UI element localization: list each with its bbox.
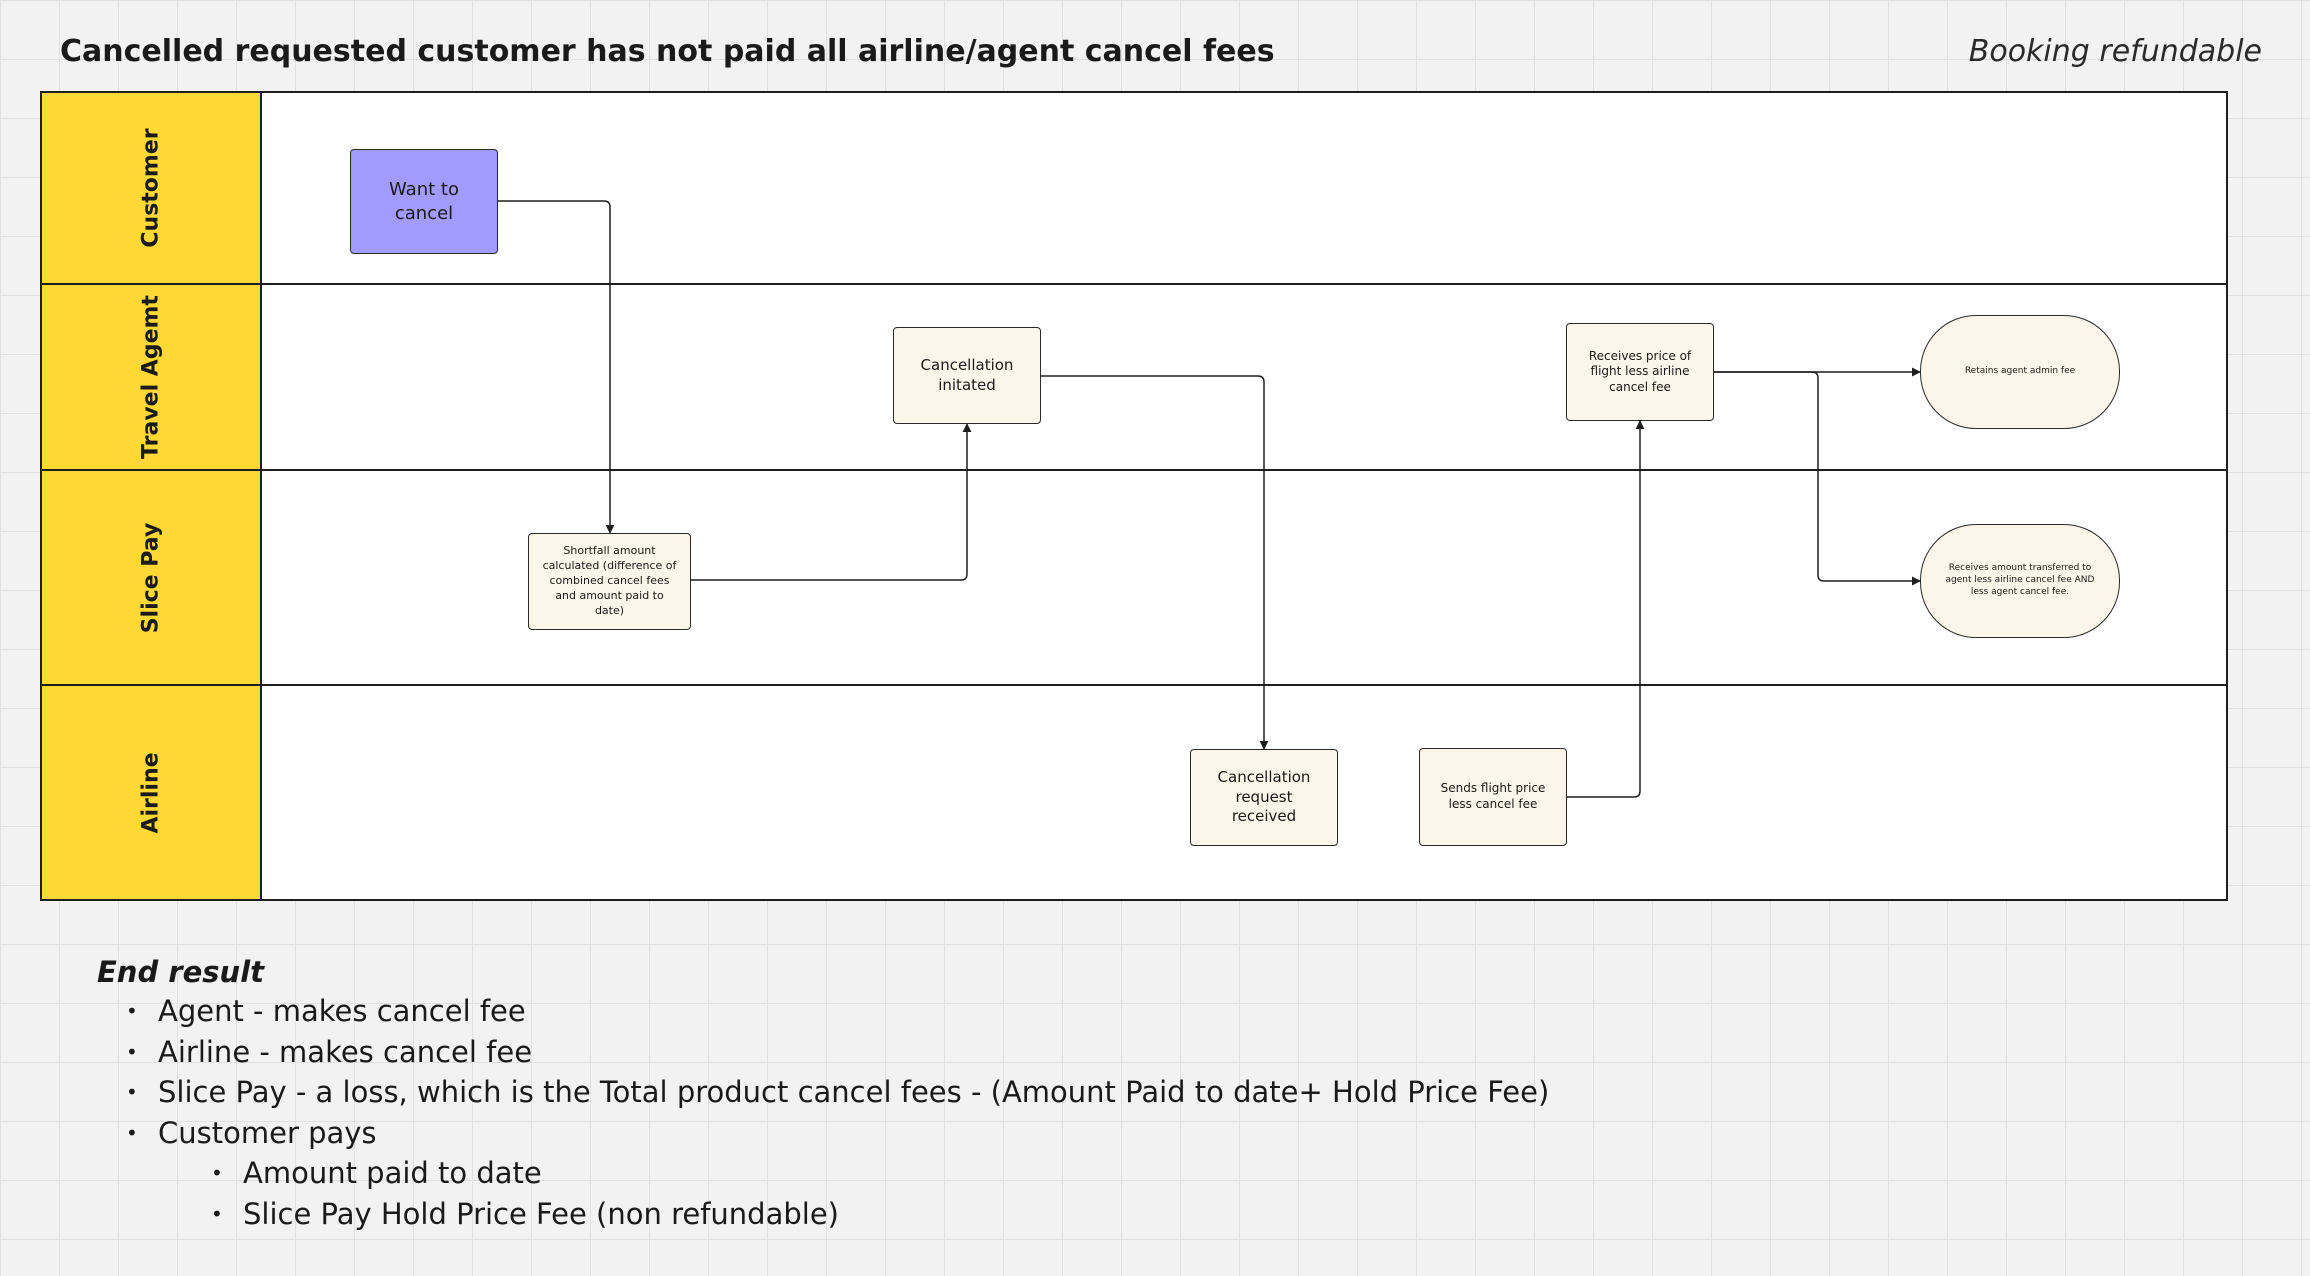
list-sub-item: Slice Pay Hold Price Fee (non refundable… <box>205 1194 1549 1235</box>
node-label: Cancellation initated <box>920 356 1014 394</box>
lane-label: Travel Agemt <box>138 295 164 459</box>
node-retains-agent-fee: Retains agent admin fee <box>1920 315 2120 429</box>
page-subtitle: Booking refundable <box>1968 34 2262 69</box>
lane-label: Airline <box>138 751 164 834</box>
list-sub-item: Amount paid to date <box>205 1153 1549 1194</box>
lane-customer: Customer <box>42 93 2226 283</box>
node-cancellation-request-received: Cancellation request received <box>1190 749 1338 846</box>
node-shortfall-calculated: Shortfall amount calculated (difference … <box>528 533 691 630</box>
node-label: Want to cancel <box>389 179 459 224</box>
node-cancellation-initiated: Cancellation initated <box>893 327 1041 424</box>
lane-label: Slice Pay <box>138 522 164 633</box>
node-receives-amount-transferred: Receives amount transferred to agent les… <box>1920 524 2120 638</box>
node-label: Shortfall amount calculated (difference … <box>542 544 677 617</box>
node-receives-price: Receives price of flight less airline ca… <box>1566 323 1714 421</box>
node-label: Receives price of flight less airline ca… <box>1588 348 1692 394</box>
lane-header-airline: Airline <box>42 686 262 899</box>
end-result-list: Agent - makes cancel fee Airline - makes… <box>120 991 1549 1234</box>
node-sends-flight-price: Sends flight price less cancel fee <box>1419 748 1567 846</box>
lane-header-customer: Customer <box>42 93 262 283</box>
list-item: Airline - makes cancel fee <box>120 1032 1549 1073</box>
list-item: Agent - makes cancel fee <box>120 991 1549 1032</box>
lane-slice-pay: Slice Pay <box>42 469 2226 684</box>
node-label: Cancellation request received <box>1217 768 1311 826</box>
lane-header-slice-pay: Slice Pay <box>42 471 262 684</box>
page-title: Cancelled requested customer has not pai… <box>60 34 1275 69</box>
lane-airline: Airline <box>42 684 2226 899</box>
lane-header-travel-agent: Travel Agemt <box>42 285 262 469</box>
node-label: Receives amount transferred to agent les… <box>1945 563 2095 597</box>
list-item: Customer pays <box>120 1113 1549 1154</box>
node-want-to-cancel: Want to cancel <box>350 149 498 254</box>
node-label: Sends flight price less cancel fee <box>1440 781 1546 811</box>
list-item: Slice Pay - a loss, which is the Total p… <box>120 1072 1549 1113</box>
lane-travel-agent: Travel Agemt <box>42 283 2226 469</box>
lane-label: Customer <box>138 128 164 248</box>
end-result-heading: End result <box>97 955 264 989</box>
node-label: Retains agent admin fee <box>1964 366 2076 377</box>
